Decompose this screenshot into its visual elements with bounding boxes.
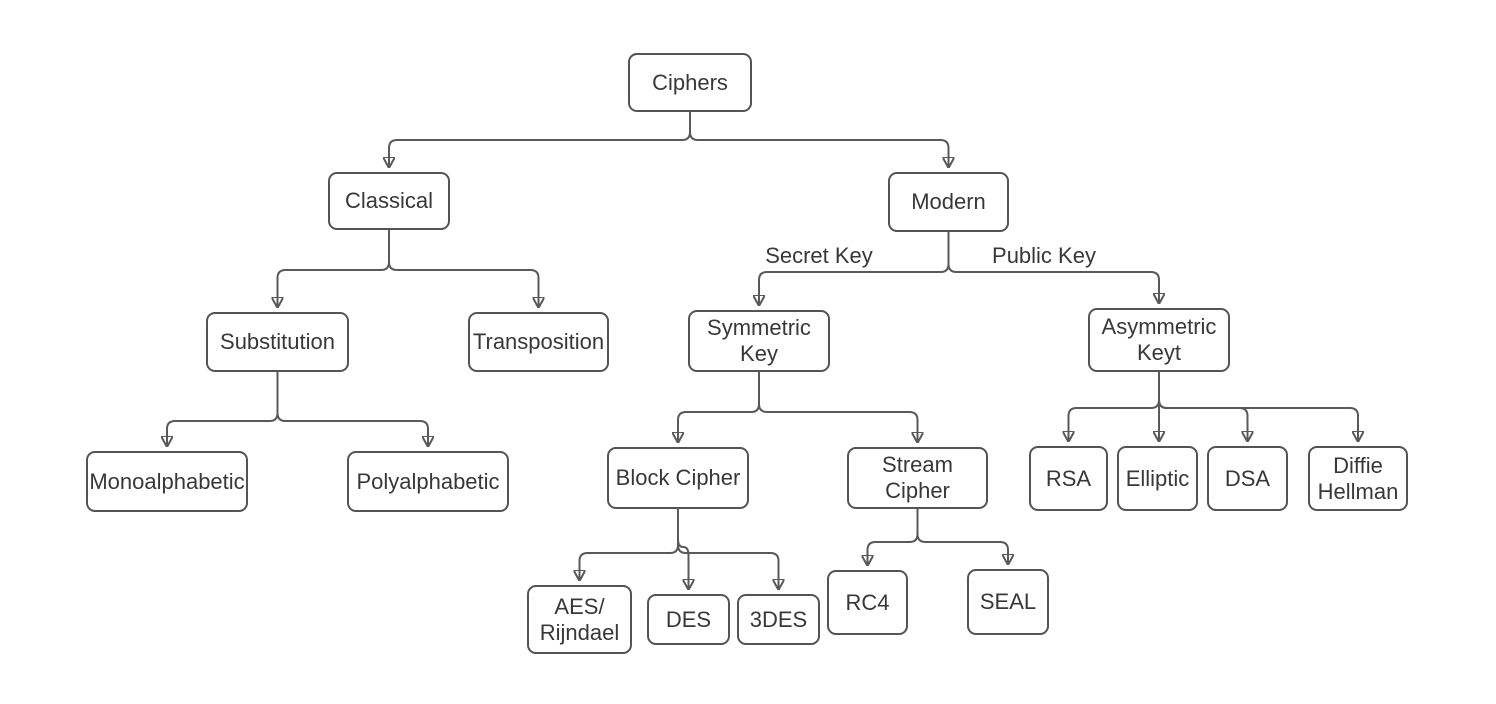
node-asymmetric-keyt: Asymmetric Keyt [1088,308,1230,372]
node-polyalphabetic: Polyalphabetic [347,451,509,512]
node-3des: 3DES [737,594,820,645]
node-des: DES [647,594,730,645]
edge-symmetric-block [678,372,760,442]
edge-block-aes [580,509,679,580]
node-stream-cipher: Stream Cipher [847,447,988,509]
node-block-cipher: Block Cipher [607,447,749,509]
edge-ciphers-modern [689,112,949,167]
edge-classical-transposition [388,230,539,307]
edge-substitution-monoalphabetic [167,372,279,446]
node-aes-rijndael: AES/ Rijndael [527,585,632,654]
node-elliptic: Elliptic [1117,446,1198,511]
node-rc4: RC4 [827,570,908,635]
edge-modern-asymmetric [947,232,1160,303]
edge-label-secret-key: Secret Key [749,244,889,268]
edge-asymmetric-diffie [1158,372,1358,441]
edge-asymmetric-rsa [1069,372,1160,441]
node-substitution: Substitution [206,312,349,372]
edge-label-public-key: Public Key [974,244,1114,268]
node-transposition: Transposition [468,312,609,372]
edge-stream-rc4 [868,509,919,565]
edge-substitution-polyalphabetic [276,372,429,446]
node-modern: Modern [888,172,1009,232]
edge-asymmetric-dsa [1158,372,1248,441]
edge-stream-seal [916,509,1009,564]
edge-block-3des [677,509,779,589]
edge-ciphers-classical [389,112,691,167]
node-monoalphabetic: Monoalphabetic [86,451,248,512]
edge-classical-substitution [278,230,390,307]
node-diffie-hellman: Diffie Hellman [1308,446,1408,511]
node-classical: Classical [328,172,450,230]
edge-symmetric-stream [758,372,918,442]
node-symmetric-key: Symmetric Key [688,310,830,372]
node-dsa: DSA [1207,446,1288,511]
node-ciphers: Ciphers [628,53,752,112]
node-seal: SEAL [967,569,1049,635]
node-rsa: RSA [1029,446,1108,511]
